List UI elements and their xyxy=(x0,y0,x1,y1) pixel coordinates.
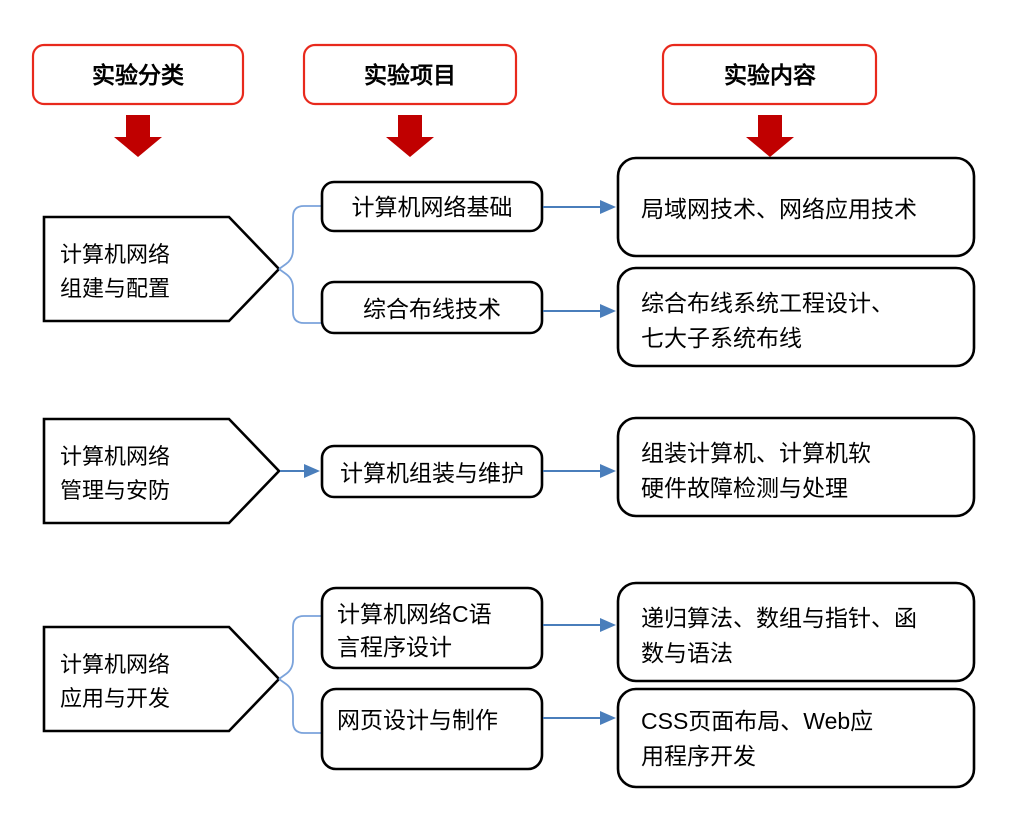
category-node-group-2[interactable]: 计算机网络 管理与安防 xyxy=(42,417,281,525)
project-node-item-1-2[interactable]: 综合布线技术 xyxy=(320,280,544,335)
project-node-item-3-1[interactable]: 计算机网络C语 言程序设计 xyxy=(320,586,544,670)
content-node-item-3-1[interactable]: 递归算法、数组与指针、函 数与语法 xyxy=(616,581,976,683)
category-node-group-3-shape xyxy=(42,625,281,733)
project-node-item-3-2[interactable]: 网页设计与制作 xyxy=(320,687,544,771)
category-node-group-3[interactable]: 计算机网络 应用与开发 xyxy=(42,625,281,733)
content-node-item-1-1[interactable]: 局域网技术、网络应用技术 xyxy=(616,156,976,258)
category-node-group-3-line-2: 应用与开发 xyxy=(60,686,170,711)
down-arrow-project-icon xyxy=(386,115,434,157)
project-node-item-3-2-shape xyxy=(320,687,544,771)
content-node-item-1-2-line-2: 七大子系统布线 xyxy=(641,325,802,351)
content-node-item-2-1-shape xyxy=(616,416,976,518)
content-node-item-2-1-line-1: 组装计算机、计算机软 xyxy=(641,440,871,466)
header-box-project-shape xyxy=(302,43,518,106)
arrow-item-3-1 xyxy=(543,618,616,632)
project-node-item-1-2-shape xyxy=(320,280,544,335)
content-node-item-3-2-line-1: CSS页面布局、Web应 xyxy=(641,708,873,734)
bracket-group-3 xyxy=(278,615,322,734)
content-node-item-3-2[interactable]: CSS页面布局、Web应 用程序开发 xyxy=(616,687,976,789)
content-node-item-1-1-shape xyxy=(616,156,976,258)
arrow-item-3-2 xyxy=(543,711,616,725)
project-node-item-1-1-line-1: 计算机网络基础 xyxy=(352,194,513,220)
header-box-project[interactable]: 实验项目 xyxy=(302,43,518,106)
project-node-item-1-1[interactable]: 计算机网络基础 xyxy=(320,180,544,233)
header-label-project: 实验项目 xyxy=(364,62,456,88)
project-node-item-2-1-shape xyxy=(320,444,544,499)
project-node-item-1-2-line-1: 综合布线技术 xyxy=(363,296,501,322)
category-node-group-3-line-1: 计算机网络 xyxy=(60,652,170,677)
project-node-item-3-2-line-1: 网页设计与制作 xyxy=(337,707,498,733)
content-node-item-2-1-line-2: 硬件故障检测与处理 xyxy=(641,475,848,501)
category-node-group-2-line-2: 管理与安防 xyxy=(60,478,170,503)
arrow-item-1-1 xyxy=(543,200,616,214)
category-node-group-1-line-2: 组建与配置 xyxy=(60,276,170,301)
content-node-item-1-2-line-1: 综合布线系统工程设计、 xyxy=(641,290,894,316)
header-box-content[interactable]: 实验内容 xyxy=(661,43,878,106)
content-node-item-1-2-shape xyxy=(616,266,976,368)
content-node-item-3-2-line-2: 用程序开发 xyxy=(641,743,756,769)
header-box-category-shape xyxy=(31,43,245,106)
down-arrow-content-icon xyxy=(746,115,794,157)
category-node-group-2-line-1: 计算机网络 xyxy=(60,444,170,469)
content-node-item-1-2[interactable]: 综合布线系统工程设计、 七大子系统布线 xyxy=(616,266,976,368)
content-node-item-3-1-shape xyxy=(616,581,976,683)
arrow-item-2-1 xyxy=(543,464,616,478)
category-node-group-1-shape xyxy=(42,215,281,323)
category-node-group-2-shape xyxy=(42,417,281,525)
project-node-item-3-1-line-2: 言程序设计 xyxy=(337,634,452,660)
project-node-item-2-1[interactable]: 计算机组装与维护 xyxy=(320,444,544,499)
category-node-group-1-line-1: 计算机网络 xyxy=(60,242,170,267)
header-label-content: 实验内容 xyxy=(724,62,816,88)
header-label-category: 实验分类 xyxy=(92,62,184,88)
arrow-item-1-2 xyxy=(543,304,616,318)
bracket-group-1 xyxy=(278,205,322,324)
content-node-item-2-1[interactable]: 组装计算机、计算机软 硬件故障检测与处理 xyxy=(616,416,976,518)
arrow-category-group-2 xyxy=(280,464,320,478)
project-node-item-3-1-shape xyxy=(320,586,544,670)
down-arrow-category-icon xyxy=(114,115,162,157)
content-node-item-3-2-shape xyxy=(616,687,976,789)
header-box-content-shape xyxy=(661,43,878,106)
content-node-item-1-1-line-1: 局域网技术、网络应用技术 xyxy=(641,196,917,222)
content-node-item-3-1-line-2: 数与语法 xyxy=(641,640,733,666)
project-node-item-1-1-shape xyxy=(320,180,544,233)
project-node-item-2-1-line-1: 计算机组装与维护 xyxy=(340,460,524,486)
category-node-group-1[interactable]: 计算机网络 组建与配置 xyxy=(42,215,281,323)
content-node-item-3-1-line-1: 递归算法、数组与指针、函 xyxy=(641,605,917,631)
project-node-item-3-1-line-1: 计算机网络C语 xyxy=(337,601,492,627)
header-box-category[interactable]: 实验分类 xyxy=(31,43,245,106)
